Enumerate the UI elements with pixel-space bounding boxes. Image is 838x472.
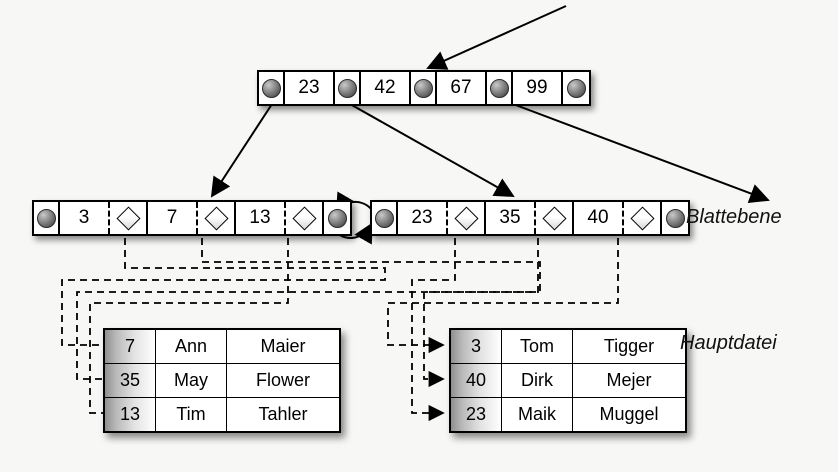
leaf-right-key-2: 40 xyxy=(574,202,624,234)
leaf-right-record-pointer-0[interactable] xyxy=(448,202,486,234)
root-pointer-1[interactable] xyxy=(335,72,361,104)
row-key: 35 xyxy=(103,363,156,398)
table-row[interactable]: 3 Tom Tigger xyxy=(449,328,687,364)
row-first: May xyxy=(155,363,227,398)
table-row[interactable]: 35 May Flower xyxy=(103,363,341,398)
label-blattebene: Blattebene xyxy=(686,206,782,228)
pointer-ball-icon xyxy=(261,78,281,98)
dashed-link-leafL-d1 xyxy=(61,238,386,354)
leaf-left-key-0: 3 xyxy=(60,202,110,234)
pointer-ball-icon xyxy=(566,78,586,98)
row-last: Muggel xyxy=(572,397,687,433)
arrow-root-to-leaf-right xyxy=(349,103,515,197)
leaf-left-key-1: 7 xyxy=(148,202,198,234)
diamond-pointer-icon xyxy=(291,205,317,231)
arrow-root-to-next-subtree xyxy=(512,103,770,204)
table-row[interactable]: 40 Dirk Mejer xyxy=(449,363,687,398)
pointer-ball-icon xyxy=(337,78,357,98)
leaf-right-prev-pointer[interactable] xyxy=(372,202,398,234)
arrow-into-root xyxy=(426,5,567,70)
diamond-pointer-icon xyxy=(541,205,567,231)
leaf-node-left[interactable]: 3 7 13 xyxy=(32,200,352,236)
row-key: 40 xyxy=(449,363,502,398)
pointer-ball-icon xyxy=(36,208,56,228)
diamond-pointer-icon xyxy=(115,205,141,231)
row-last: Tahler xyxy=(226,397,341,433)
pointer-ball-icon xyxy=(374,208,394,228)
row-key: 23 xyxy=(449,397,502,433)
leaf-left-next-pointer[interactable] xyxy=(324,202,350,234)
pointer-ball-icon xyxy=(489,78,509,98)
row-first: Dirk xyxy=(501,363,573,398)
leaf-left-record-pointer-2[interactable] xyxy=(286,202,324,234)
root-pointer-0[interactable] xyxy=(259,72,285,104)
diamond-pointer-icon xyxy=(453,205,479,231)
diamond-pointer-icon xyxy=(203,205,229,231)
table-row[interactable]: 7 Ann Maier xyxy=(103,328,341,364)
pointer-ball-icon xyxy=(665,208,685,228)
leaf-right-key-1: 35 xyxy=(486,202,536,234)
row-first: Ann xyxy=(155,328,227,364)
row-last: Tigger xyxy=(572,328,687,364)
row-key: 13 xyxy=(103,397,156,433)
leaf-right-record-pointer-1[interactable] xyxy=(536,202,574,234)
root-key-1: 42 xyxy=(361,72,411,104)
pointer-ball-icon xyxy=(413,78,433,98)
leaf-right-record-pointer-2[interactable] xyxy=(624,202,662,234)
leaf-right-next-pointer[interactable] xyxy=(662,202,688,234)
leaf-left-key-2: 13 xyxy=(236,202,286,234)
row-first: Tim xyxy=(155,397,227,433)
root-pointer-3[interactable] xyxy=(487,72,513,104)
leaf-node-right[interactable]: 23 35 40 xyxy=(370,200,690,236)
leaf-right-key-0: 23 xyxy=(398,202,448,234)
arrow-root-to-leaf-left xyxy=(210,103,273,198)
diamond-pointer-icon xyxy=(629,205,655,231)
main-file-table-right[interactable]: 3 Tom Tigger 40 Dirk Mejer 23 Maik Mugge… xyxy=(449,328,687,433)
row-first: Tom xyxy=(501,328,573,364)
dashed-link-leafL-d2 xyxy=(76,238,541,388)
main-file-table-left[interactable]: 7 Ann Maier 35 May Flower 13 Tim Tahler xyxy=(103,328,341,433)
leaf-left-prev-pointer[interactable] xyxy=(34,202,60,234)
pointer-ball-icon xyxy=(327,208,347,228)
root-pointer-4[interactable] xyxy=(563,72,589,104)
label-hauptdatei: Hauptdatei xyxy=(680,332,777,354)
table-row[interactable]: 13 Tim Tahler xyxy=(103,397,341,433)
root-key-3: 99 xyxy=(513,72,563,104)
row-last: Flower xyxy=(226,363,341,398)
dashed-link-leafR-d2 xyxy=(423,238,539,388)
row-last: Mejer xyxy=(572,363,687,398)
leaf-left-record-pointer-0[interactable] xyxy=(110,202,148,234)
row-key: 3 xyxy=(449,328,502,364)
root-key-0: 23 xyxy=(285,72,335,104)
dashed-link-leafR-d1 xyxy=(411,238,456,422)
row-first: Maik xyxy=(501,397,573,433)
dashed-link-leafR-d3 xyxy=(387,238,619,354)
root-pointer-2[interactable] xyxy=(411,72,437,104)
row-last: Maier xyxy=(226,328,341,364)
root-node[interactable]: 23 42 67 99 xyxy=(257,70,591,106)
row-key: 7 xyxy=(103,328,156,364)
table-row[interactable]: 23 Maik Muggel xyxy=(449,397,687,433)
root-key-2: 67 xyxy=(437,72,487,104)
leaf-left-record-pointer-1[interactable] xyxy=(198,202,236,234)
